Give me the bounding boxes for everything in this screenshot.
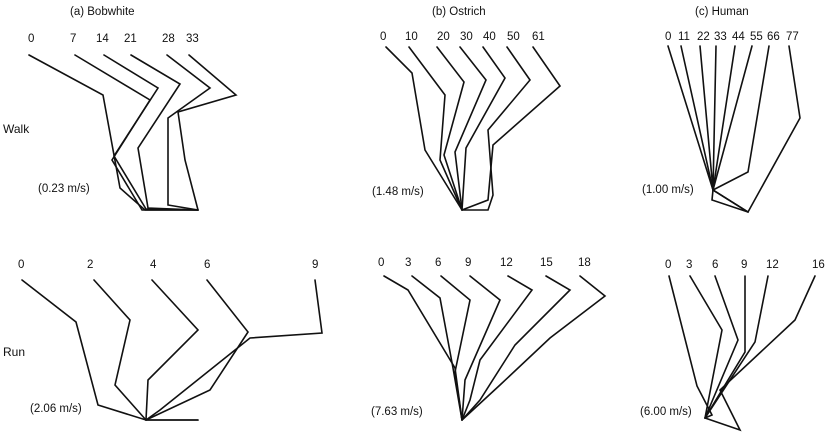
- limb-stick-human-run-9: [704, 275, 746, 419]
- time-label-human-walk-33: 33: [714, 31, 727, 43]
- time-label-ostrich-run-18: 18: [578, 257, 591, 269]
- time-label-ostrich-run-6: 6: [435, 257, 441, 269]
- time-label-bobwhite-walk-33: 33: [186, 33, 199, 45]
- limb-stick-bobwhite-run-6: [145, 279, 249, 421]
- limb-stick-ostrich-run-6: [440, 275, 471, 421]
- time-label-human-run-9: 9: [741, 259, 747, 271]
- limb-stick-bobwhite-walk-21: [130, 54, 199, 211]
- limb-stick-human-run-16: [704, 275, 816, 432]
- time-label-ostrich-walk-10: 10: [405, 31, 418, 43]
- limb-stick-bobwhite-walk-33: [177, 54, 238, 211]
- limb-stick-ostrich-run-18: [461, 275, 607, 421]
- limb-stick-bobwhite-run-2: [93, 279, 147, 421]
- limb-stick-ostrich-walk-0: [385, 46, 463, 211]
- limb-stick-human-run-0: [668, 275, 714, 419]
- time-label-bobwhite-run-2: 2: [87, 259, 93, 271]
- limb-stick-ostrich-run-3: [411, 275, 463, 421]
- limb-stick-human-walk-55: [712, 45, 753, 191]
- time-label-ostrich-run-9: 9: [465, 257, 471, 269]
- limb-stick-ostrich-walk-10: [408, 46, 463, 211]
- limb-stick-ostrich-run-12: [461, 275, 534, 421]
- time-label-bobwhite-walk-0: 0: [28, 33, 34, 45]
- limb-stick-group: [21, 45, 816, 432]
- time-label-human-run-3: 3: [686, 259, 692, 271]
- time-label-ostrich-run-0: 0: [378, 257, 384, 269]
- speed-label-ostrich-run: (7.63 m/s): [371, 406, 423, 418]
- limb-stick-ostrich-run-0: [383, 275, 463, 421]
- speed-label-human-run: (6.00 m/s): [640, 406, 692, 418]
- limb-stick-bobwhite-walk-28: [166, 54, 212, 211]
- limb-stick-ostrich-walk-30: [454, 46, 487, 211]
- time-label-human-run-12: 12: [766, 259, 779, 271]
- time-label-human-walk-77: 77: [786, 31, 799, 43]
- time-label-ostrich-walk-0: 0: [380, 31, 386, 43]
- time-label-human-run-0: 0: [665, 259, 671, 271]
- time-label-ostrich-walk-50: 50: [507, 31, 520, 43]
- time-label-ostrich-walk-61: 61: [532, 31, 545, 43]
- time-label-bobwhite-run-0: 0: [18, 259, 24, 271]
- limb-stick-human-walk-22: [699, 45, 749, 213]
- time-label-ostrich-walk-20: 20: [437, 31, 450, 43]
- time-label-human-walk-55: 55: [750, 31, 763, 43]
- limb-stick-ostrich-walk-20: [436, 46, 465, 211]
- time-label-ostrich-run-12: 12: [500, 257, 513, 269]
- time-label-ostrich-walk-40: 40: [483, 31, 496, 43]
- limb-stick-bobwhite-walk-14: [103, 54, 199, 211]
- time-label-ostrich-walk-30: 30: [460, 31, 473, 43]
- time-label-human-run-6: 6: [712, 259, 718, 271]
- limb-stick-human-run-6: [704, 275, 739, 419]
- limb-stick-human-walk-44: [712, 45, 736, 191]
- time-label-ostrich-run-15: 15: [540, 257, 553, 269]
- limb-stick-human-walk-66: [712, 45, 770, 191]
- row-label-run: Run: [3, 345, 25, 359]
- time-label-human-walk-22: 22: [697, 31, 710, 43]
- limb-stick-ostrich-run-9: [461, 275, 501, 421]
- time-label-bobwhite-walk-21: 21: [124, 33, 137, 45]
- limb-stick-bobwhite-run-9: [145, 279, 323, 421]
- limb-stick-ostrich-walk-40: [461, 46, 506, 211]
- speed-label-bobwhite-walk: (0.23 m/s): [38, 183, 90, 195]
- speed-label-bobwhite-run: (2.06 m/s): [30, 403, 82, 415]
- limb-stick-human-walk-77: [712, 45, 801, 214]
- limb-stick-ostrich-run-15: [461, 275, 572, 421]
- limb-stick-human-walk-33: [712, 45, 717, 191]
- time-label-bobwhite-run-9: 9: [312, 259, 318, 271]
- time-label-human-run-16: 16: [812, 259, 825, 271]
- row-label-walk: Walk: [3, 122, 30, 136]
- speed-label-human-walk: (1.00 m/s): [642, 184, 694, 196]
- panel-title-human: (c) Human: [695, 6, 749, 18]
- time-label-bobwhite-run-6: 6: [204, 259, 210, 271]
- limb-stick-human-walk-0: [667, 45, 749, 213]
- time-label-human-walk-0: 0: [665, 31, 671, 43]
- limb-stick-bobwhite-run-4: [145, 279, 200, 421]
- time-label-bobwhite-walk-7: 7: [70, 33, 76, 45]
- limb-stick-ostrich-walk-61: [461, 46, 562, 211]
- time-label-human-walk-44: 44: [732, 31, 745, 43]
- time-label-human-walk-66: 66: [767, 31, 780, 43]
- limb-stick-bobwhite-walk-7: [74, 54, 199, 211]
- limb-stick-human-run-3: [689, 275, 723, 419]
- time-label-human-walk-11: 11: [678, 31, 690, 43]
- panel-title-ostrich: (b) Ostrich: [432, 6, 486, 18]
- time-label-ostrich-run-3: 3: [405, 257, 411, 269]
- time-label-bobwhite-walk-28: 28: [162, 33, 175, 45]
- time-label-bobwhite-run-4: 4: [150, 259, 157, 271]
- speed-label-ostrich-walk: (1.48 m/s): [372, 186, 424, 198]
- time-label-bobwhite-walk-14: 14: [96, 33, 109, 45]
- panel-title-bobwhite: (a) Bobwhite: [70, 6, 135, 18]
- limb-stick-ostrich-walk-50: [461, 46, 532, 211]
